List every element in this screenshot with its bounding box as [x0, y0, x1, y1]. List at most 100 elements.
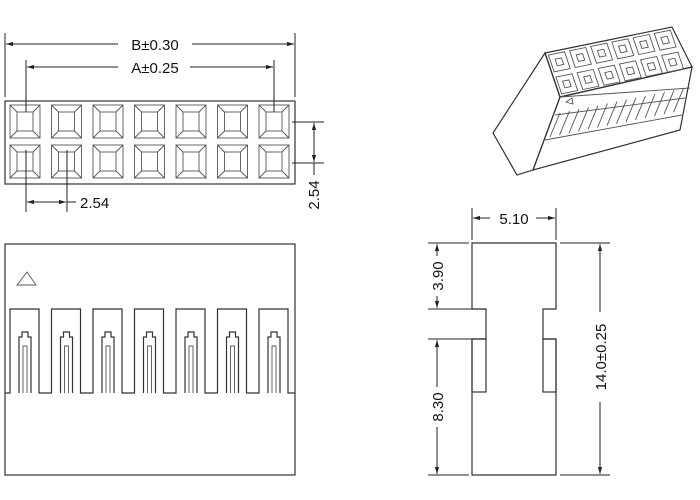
iso-cell	[632, 33, 656, 56]
cell-outer	[175, 104, 207, 139]
cell-outer	[51, 104, 82, 139]
cell-chamfer	[134, 130, 142, 139]
cell-chamfer	[74, 144, 82, 153]
cell-chamfer	[281, 144, 290, 153]
iso-pin-line	[559, 110, 570, 136]
iso-pin-line	[606, 101, 618, 126]
cell-chamfer	[92, 170, 101, 179]
width-label: 5.10	[499, 211, 528, 228]
cell-chamfer	[157, 144, 165, 153]
iso-cell	[618, 60, 642, 82]
cell-inner	[141, 151, 158, 172]
iso-pin-line	[578, 107, 589, 132]
cell-chamfer	[217, 104, 225, 113]
cell-chamfer	[198, 104, 207, 113]
iso-pin-line	[587, 105, 599, 130]
pin1-triangle-icon	[16, 271, 37, 286]
iso-cell	[555, 73, 579, 95]
cell-chamfer	[134, 144, 142, 153]
front-view	[4, 243, 296, 476]
iso-side-face	[492, 51, 561, 176]
pin-contact	[225, 331, 240, 393]
cell-inner	[182, 111, 200, 132]
pin-slot	[22, 345, 28, 393]
iso-cell-inner	[604, 70, 615, 80]
cell-chamfer	[115, 130, 124, 139]
iso-pin-line	[568, 109, 580, 134]
cell-chamfer	[217, 130, 225, 139]
pin-slot	[230, 345, 235, 393]
cell-chamfer	[32, 130, 41, 139]
cell-inner	[58, 111, 75, 132]
cell-chamfer	[240, 104, 248, 113]
cell-chamfer	[115, 144, 124, 153]
pin-contact	[142, 331, 157, 393]
cell-chamfer	[258, 170, 267, 179]
cell-chamfer	[258, 130, 267, 139]
iso-pin-hatching	[549, 88, 684, 138]
iso-cell	[597, 64, 621, 86]
cell-chamfer	[115, 104, 124, 113]
cell-outer	[92, 104, 124, 139]
cell-chamfer	[9, 104, 18, 113]
cell-chamfer	[9, 130, 18, 139]
cell-chamfer	[92, 130, 101, 139]
column-pitch-label: 2.54	[80, 195, 109, 212]
iso-cell	[590, 42, 614, 64]
iso-cell-inner	[554, 57, 565, 67]
cell-chamfer	[281, 130, 290, 139]
cell-chamfer	[9, 170, 18, 179]
cell-inner	[224, 111, 241, 132]
cell-chamfer	[175, 144, 184, 153]
cell-chamfer	[258, 104, 267, 113]
iso-cell	[661, 51, 685, 73]
iso-cell-inner	[575, 53, 586, 62]
pin-contact	[18, 331, 32, 393]
cell-chamfer	[240, 170, 248, 179]
iso-cell	[576, 68, 600, 91]
iso-cell	[640, 55, 663, 78]
cell-chamfer	[74, 104, 82, 113]
iso-pin-line	[644, 93, 656, 119]
cell-chamfer	[240, 144, 248, 153]
cell-outer	[9, 144, 41, 179]
pin-contact	[101, 331, 115, 393]
iso-cell-inner	[639, 40, 649, 49]
cell-outer	[92, 144, 124, 179]
pin-slot	[271, 345, 277, 393]
iso-cell-inner	[561, 79, 572, 89]
cell-chamfer	[217, 170, 225, 179]
iso-pin-line	[673, 88, 684, 113]
cell-chamfer	[157, 130, 165, 139]
iso-pin-line	[549, 112, 561, 138]
cell-chamfer	[240, 130, 248, 139]
cell-outer	[9, 104, 41, 139]
cell-inner	[16, 111, 34, 132]
row-pitch-label: 2.54	[306, 180, 323, 209]
cell-chamfer	[92, 144, 101, 153]
iso-pin-face	[532, 66, 693, 171]
pin-slot	[147, 345, 152, 393]
cell-chamfer	[175, 130, 184, 139]
cell-chamfer	[134, 104, 142, 113]
pin-slot	[105, 345, 111, 393]
cell-chamfer	[198, 130, 207, 139]
iso-cell-grid	[547, 29, 685, 95]
iso-cell-inner	[583, 75, 593, 84]
iso-cell-inner	[646, 62, 657, 71]
upper-height-label: 3.90	[430, 261, 447, 290]
cell-chamfer	[92, 104, 101, 113]
iso-pin-line	[654, 91, 665, 117]
iso-cell-inner	[660, 35, 671, 45]
pin-contact	[59, 331, 74, 393]
cell-chamfer	[32, 170, 41, 179]
pin-contact	[267, 331, 281, 393]
iso-pin-line	[625, 97, 637, 122]
iso-cell	[653, 29, 677, 51]
cell-chamfer	[281, 170, 290, 179]
cell-outer	[258, 144, 290, 179]
cell-chamfer	[217, 144, 225, 153]
cell-inner	[265, 151, 283, 172]
b-dimension-label: B±0.30	[131, 37, 178, 54]
